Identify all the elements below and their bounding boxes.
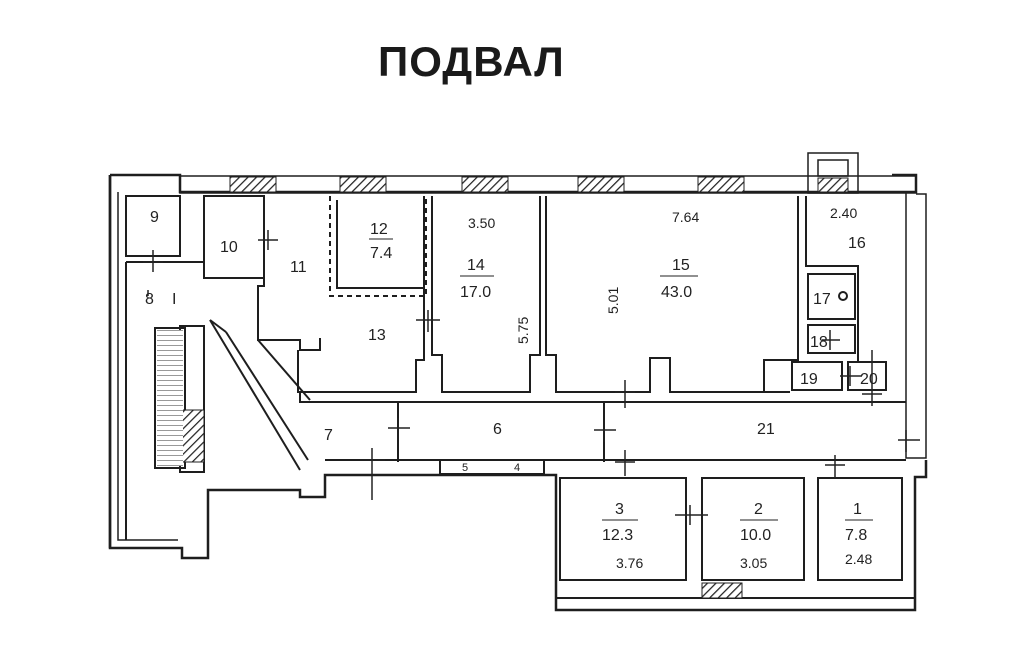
room-number: 13	[368, 327, 386, 344]
room-number: 4	[514, 462, 520, 474]
room-number: 19	[800, 371, 818, 388]
room-area: 7.4	[370, 245, 392, 262]
dimension-label: 3.05	[740, 555, 767, 571]
room-area: 7.8	[845, 527, 867, 544]
plan-title: ПОДВАЛ	[378, 38, 565, 85]
room-number: 20	[860, 371, 878, 388]
room-number: 16	[848, 235, 866, 252]
room-number: 15	[672, 257, 690, 274]
room-number: 5	[462, 462, 468, 474]
room-number: 12	[370, 221, 388, 238]
room-number: 9	[150, 209, 159, 226]
room-number: 11	[290, 259, 307, 276]
dimension-label: 3.76	[616, 555, 643, 571]
room-area: 17.0	[460, 284, 491, 301]
dimension-label: 5.01	[605, 287, 621, 314]
room-number: 18	[810, 334, 828, 351]
dimension-label: 7.64	[672, 209, 699, 225]
room-area: 43.0	[661, 284, 692, 301]
room-number: 7	[324, 427, 333, 444]
room-area: 10.0	[740, 527, 771, 544]
room-number: 14	[467, 257, 485, 274]
room-number: 2	[754, 501, 763, 518]
window-hatches	[179, 176, 849, 599]
room-area: 12.3	[602, 527, 633, 544]
room-number: 6	[493, 421, 502, 438]
stair-mark: I	[172, 291, 176, 308]
door-markers	[143, 230, 920, 525]
dimension-label: 5.75	[515, 317, 531, 344]
room-number: 3	[615, 501, 624, 518]
room-number: 21	[757, 421, 775, 438]
room-number: 10	[220, 239, 238, 256]
dimension-label: 3.50	[468, 215, 495, 231]
room-number: 8	[145, 291, 154, 308]
room-number: 17	[813, 291, 831, 308]
stair-treads	[157, 330, 183, 466]
room-number: 1	[853, 501, 862, 518]
dimension-label: 2.48	[845, 551, 872, 567]
dimension-label: 2.40	[830, 205, 857, 221]
